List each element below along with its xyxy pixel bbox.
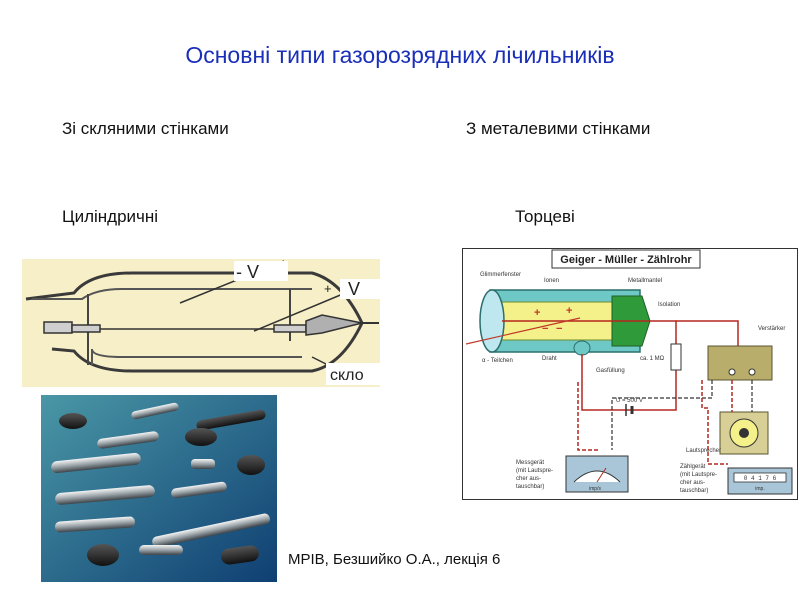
- meter-needle: [596, 467, 607, 483]
- meter-dial: [573, 470, 621, 483]
- label-ions: Ionen: [544, 278, 559, 284]
- wire-to-meter: [611, 380, 713, 450]
- meter-label-line: tauschbar): [516, 484, 544, 490]
- tube: [55, 485, 155, 505]
- heading-glass-walls: Зі скляними стінками: [62, 119, 229, 138]
- amplifier-terminal: [748, 368, 756, 376]
- tube: [97, 431, 159, 449]
- wire-to-counter: [701, 380, 728, 465]
- counter-label-line: cher aus-: [680, 480, 705, 486]
- tube: [196, 409, 266, 431]
- counter-digits: 0 4 1 7 6: [744, 475, 777, 482]
- cathode-outline-bottom: [91, 348, 302, 365]
- meter-label-line: cher aus-: [516, 476, 541, 482]
- ion-plus: +: [566, 305, 572, 317]
- amplifier-terminal: [728, 368, 736, 376]
- tube: [131, 402, 179, 420]
- plus-label-bg: [340, 279, 380, 299]
- label-voltage: U = 500 V: [616, 398, 643, 404]
- ion-minus: −: [542, 323, 548, 335]
- label-wire: Draht: [542, 356, 557, 362]
- tube: [139, 545, 183, 555]
- label-speaker: Lautsprecher: [686, 448, 721, 454]
- label-gas: Gasfüllung: [596, 368, 625, 374]
- counter-label-line: tauschbar): [680, 488, 708, 494]
- heading-cylindrical: Циліндричні: [62, 207, 159, 226]
- glass-tube-diagram: - V + V скло: [22, 259, 380, 387]
- tube: [221, 545, 259, 565]
- wire-to-meter: [577, 382, 598, 451]
- counter-display: [733, 472, 787, 483]
- tube: [171, 481, 227, 499]
- counter-label: Zählgerät (mit Lautspre- cher aus- tausc…: [680, 464, 717, 494]
- counter-unit: imp.: [755, 486, 764, 492]
- wire-to-amplifier: [676, 320, 739, 346]
- voltage-plus-sign: +: [324, 281, 332, 296]
- ion-plus: +: [534, 307, 540, 319]
- right-anode-support: [273, 324, 307, 333]
- tube: [152, 513, 271, 548]
- heading-end-window: Торцеві: [515, 207, 575, 226]
- label-metal-jacket: Metallmantel: [628, 278, 662, 284]
- voltage-plus-label: V: [348, 279, 360, 299]
- counter-label-line: (mit Lautspre-: [680, 472, 717, 478]
- counter-label-line: Zählgerät: [680, 464, 706, 470]
- counter-tubes-photo: [41, 395, 277, 582]
- meter-label-line: Messgerät: [516, 460, 544, 466]
- cathode-outline-top: [32, 288, 312, 300]
- speaker-center: [739, 428, 749, 438]
- label-window: Glimmerfenster: [480, 272, 521, 278]
- left-anode-support: [71, 324, 101, 333]
- meter-label: Messgerät (mit Lautspre- cher aus- tausc…: [516, 460, 553, 490]
- right-seal: [305, 314, 363, 336]
- label-alpha-particle: α - Teilchen: [482, 358, 513, 364]
- tube-disc: [59, 413, 87, 429]
- tube: [55, 516, 135, 533]
- glass-label-bg: [326, 363, 380, 385]
- left-seal: [43, 321, 73, 334]
- meter-label-line: (mit Lautspre-: [516, 468, 553, 474]
- voltage-minus-label: - V: [236, 262, 259, 282]
- amplifier-box: [707, 345, 773, 381]
- label-resistor: ca. 1 MΩ: [640, 356, 665, 362]
- slide-title: Основні типи газорозрядних лічильників: [185, 42, 615, 68]
- diagram-title: Geiger - Müller - Zählrohr: [560, 254, 692, 266]
- tube: [191, 459, 215, 469]
- tube-disc: [237, 455, 265, 475]
- minus-label-bg: [234, 261, 288, 281]
- alpha-track: [465, 317, 581, 345]
- glass-material-label: скло: [330, 367, 364, 384]
- tube: [51, 452, 141, 474]
- tube-disc: [185, 428, 217, 446]
- resistor: [670, 343, 682, 371]
- ion-minus: −: [556, 323, 562, 335]
- slide-footer: МРІВ, Безшийко О.А., лекція 6: [288, 551, 501, 568]
- label-isolation: Isolation: [658, 302, 680, 308]
- wire-cathode: [581, 354, 677, 411]
- tube-cutaway-edge: [573, 340, 591, 356]
- heading-metal-walls: З металевими стінками: [466, 119, 651, 138]
- label-amplifier: Verstärker: [758, 326, 785, 332]
- geiger-counter-diagram: Geiger - Müller - Zählrohr + − + − Glimm…: [462, 248, 798, 500]
- plus-pointer: [253, 290, 351, 332]
- meter-unit: imp/s: [589, 486, 601, 492]
- mica-window: [479, 289, 505, 353]
- tube-disc: [87, 544, 119, 566]
- diagram-title-box: [551, 249, 701, 269]
